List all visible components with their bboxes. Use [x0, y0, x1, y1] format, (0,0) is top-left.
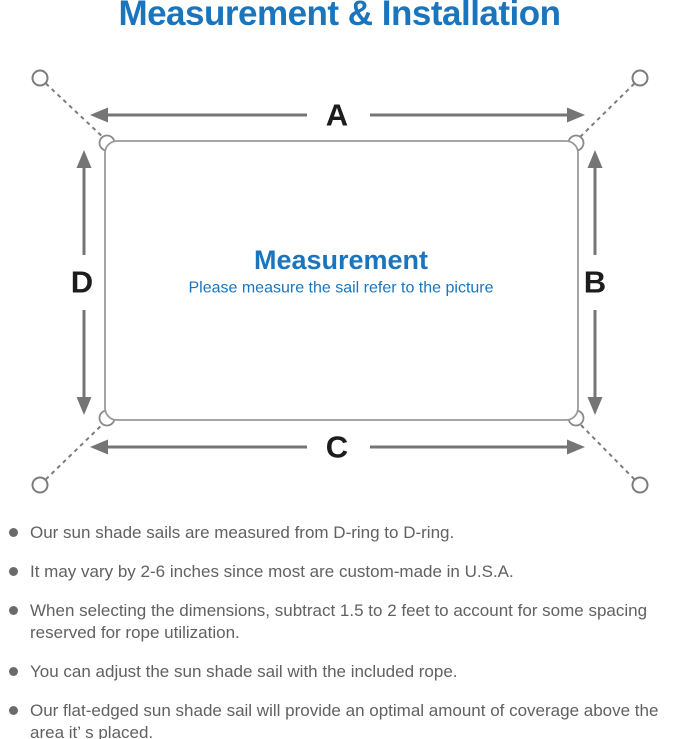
rope-bottom-right-icon	[576, 420, 641, 486]
note-text: Our sun shade sails are measured from D-…	[30, 523, 455, 542]
list-item: When selecting the dimensions, subtract …	[9, 600, 673, 644]
notes-list: Our sun shade sails are measured from D-…	[9, 522, 673, 739]
arrowhead-down-icon	[587, 397, 603, 415]
sail-measurement-diagram: A C D B Measurement Please meas	[31, 69, 649, 494]
dimension-arrow-a: A	[90, 98, 585, 133]
note-text: When selecting the dimensions, subtract …	[30, 601, 648, 642]
arrowhead-right-icon	[567, 107, 585, 123]
diagram-center-title: Measurement	[254, 245, 428, 275]
dimension-label-d: D	[71, 265, 93, 300]
bullet-icon	[9, 567, 18, 576]
page-title: Measurement & Installation	[118, 0, 561, 33]
anchor-point-bottom-left-icon	[31, 476, 49, 494]
note-text: It may vary by 2-6 inches since most are…	[30, 562, 514, 581]
anchor-point-bottom-right-icon	[631, 476, 649, 494]
anchor-point-top-right-icon	[631, 69, 649, 87]
bullet-icon	[9, 606, 18, 615]
dimension-label-b: B	[584, 265, 606, 300]
sail-outline	[104, 140, 579, 421]
note-text: Our flat-edged sun shade sail will provi…	[30, 701, 659, 739]
arrowhead-left-icon	[90, 439, 108, 455]
arrowhead-down-icon	[76, 397, 92, 415]
list-item: Our sun shade sails are measured from D-…	[9, 522, 673, 544]
list-item: Our flat-edged sun shade sail will provi…	[9, 700, 673, 739]
arrowhead-up-icon	[587, 150, 603, 168]
bullet-icon	[9, 706, 18, 715]
list-item: You can adjust the sun shade sail with t…	[9, 661, 673, 683]
arrowhead-up-icon	[76, 150, 92, 168]
diagram-center-subtitle: Please measure the sail refer to the pic…	[188, 280, 493, 297]
dimension-arrow-b: B	[584, 150, 606, 415]
dimension-label-c: C	[326, 430, 348, 465]
rope-lines	[39, 77, 641, 486]
arrowhead-right-icon	[567, 439, 585, 455]
dimension-arrow-d: D	[71, 150, 93, 415]
anchor-point-top-left-icon	[31, 69, 49, 87]
bullet-icon	[9, 667, 18, 676]
rope-top-left-icon	[39, 77, 107, 141]
rope-top-right-icon	[576, 77, 641, 141]
arrowhead-left-icon	[90, 107, 108, 123]
note-text: You can adjust the sun shade sail with t…	[30, 662, 458, 681]
rope-bottom-left-icon	[39, 420, 107, 486]
bullet-icon	[9, 528, 18, 537]
list-item: It may vary by 2-6 inches since most are…	[9, 561, 673, 583]
anchor-points	[31, 69, 649, 494]
dimension-arrow-c: C	[90, 430, 585, 465]
dimension-label-a: A	[326, 98, 348, 133]
